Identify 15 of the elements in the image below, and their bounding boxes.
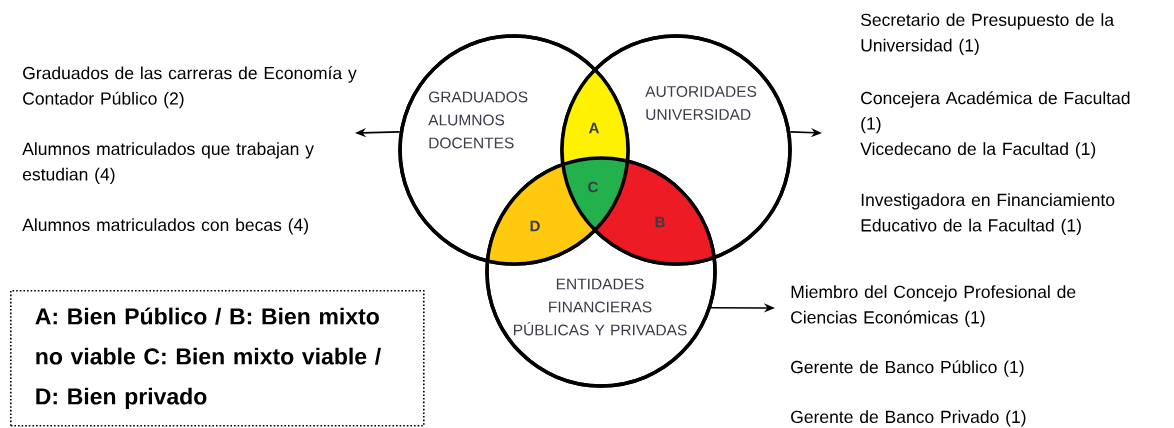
legend-box: A: Bien Público / B: Bien mixto no viable C: Bien mixto viable / D: Bien privado <box>10 290 425 427</box>
circle-label: ENTIDADES FINANCIERAS PÚBLICAS Y PRIVADAS <box>514 278 687 336</box>
list-entry: Gerente de Banco Público (1) <box>791 360 1024 377</box>
list-entry: Secretario de Presupuesto de la Universidad (1) <box>861 13 1115 55</box>
list-entry: Miembro del Concejo Profesional de Ciencias Económicas (1) <box>791 285 1076 327</box>
list-entry: Alumnos matriculados con becas (4) <box>22 218 308 235</box>
list-entry: Graduados de las carreras de Economía y Contador Público (2) <box>23 66 357 109</box>
list-entry: Alumnos matriculados que trabajan y estudian (4) <box>22 142 314 184</box>
circle-label: AUTORIDADES UNIVERSIDAD <box>645 86 757 120</box>
list-entry: Vicedecano de la Facultad (1) <box>860 142 1096 159</box>
overlap-region: A <box>562 69 628 165</box>
list-entry: Concejera Académica de Facultad (1) <box>861 91 1130 134</box>
list-entry: Investigadora en Financiamiento Educativo de la Facultad (1) <box>861 193 1115 235</box>
list-entry: Gerente de Banco Privado (1) <box>791 410 1026 427</box>
circle-label: GRADUADOS ALUMNOS DOCENTES <box>428 91 528 149</box>
